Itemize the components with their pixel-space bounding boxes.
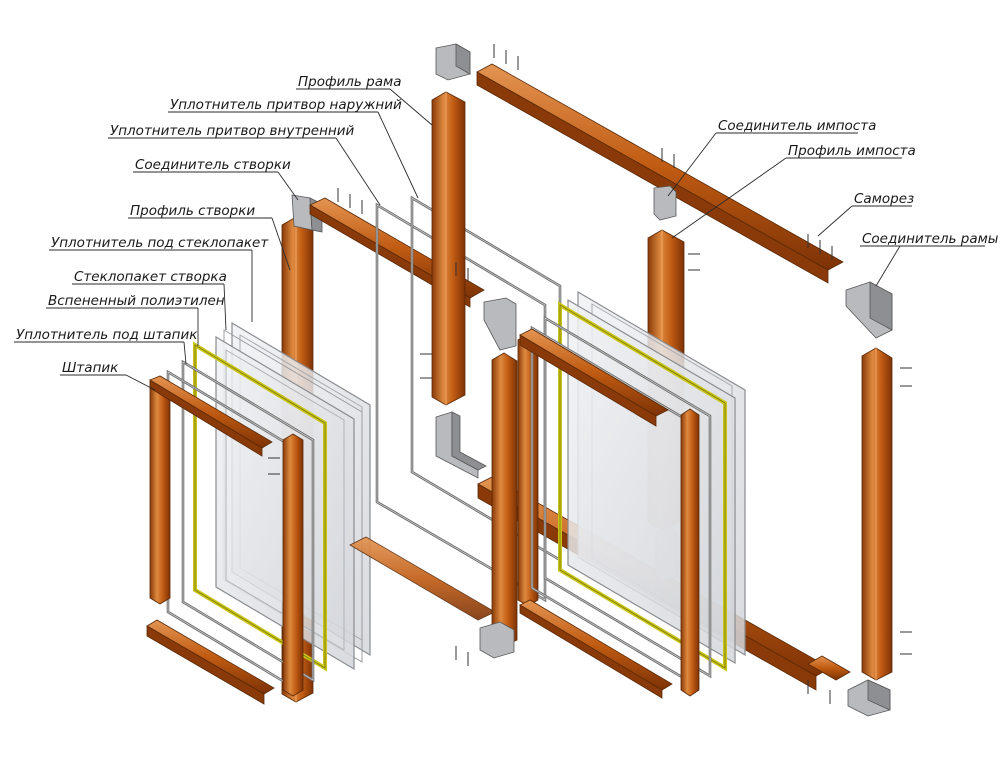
label-foamed-polyethylene: Вспененный полиэтилен: [48, 293, 225, 309]
label-outer-seal: Уплотнитель притвор наружний: [170, 97, 402, 113]
mullion-connector: [653, 185, 677, 221]
label-frame-profile: Профиль рама: [298, 74, 401, 90]
right-glazing-seal: [543, 315, 712, 679]
right-glazing-bead-bottom: [519, 599, 673, 699]
label-inner-seal: Уплотнитель притвор внутренний: [110, 123, 354, 139]
frame-top-profile: [476, 63, 844, 284]
label-mullion-connector: Соединитель импоста: [718, 118, 876, 134]
frame-bottom-left-connector: [435, 411, 487, 479]
center-vertical-profile-b: [517, 333, 539, 607]
right-foamed-polyethylene: [558, 301, 727, 672]
labels: Профиль рама Уплотнитель притвор наружни…: [16, 74, 999, 376]
self-tapping-screws: [268, 44, 912, 704]
left-glazing-bead-vertical-left: [149, 375, 171, 605]
label-self-tapping-screw: Саморез: [854, 191, 914, 207]
label-bead-seal: Уплотнитель под штапик: [16, 327, 198, 343]
label-sash-connector: Соединитель створки: [135, 157, 291, 173]
left-glazing-bead-bottom: [146, 619, 275, 705]
left-glazing-bead-vertical-right: [282, 433, 304, 697]
label-glazing-bead: Штапик: [62, 360, 119, 376]
label-frame-connector: Соединитель рамы: [862, 231, 999, 247]
left-foamed-polyethylene: [193, 341, 327, 672]
frame-top-left-connector: [435, 43, 471, 81]
center-bottom-connector: [479, 621, 515, 659]
label-glazing-seal: Уплотнитель под стеклопакет: [51, 235, 269, 251]
leader-lines: [14, 88, 985, 391]
right-glazing-bead-vertical: [680, 408, 700, 697]
frame-top-right-connector: [845, 281, 893, 339]
frame-right-vertical-profile: [861, 347, 893, 681]
frame-center-connector: [483, 297, 517, 351]
left-glazing-bead-top: [149, 375, 273, 457]
frame-bottom-right-connector: [847, 679, 891, 717]
center-vertical-profile-a: [491, 352, 518, 647]
left-glazing-seal: [181, 359, 315, 683]
label-sash-profile: Профиль створки: [130, 203, 255, 219]
label-sash-glass-unit: Стеклопакет створка: [74, 269, 227, 285]
frame-left-vertical-profile: [431, 91, 466, 406]
frame-inner-seal: [375, 202, 547, 603]
label-mullion-profile: Профиль импоста: [788, 143, 916, 159]
right-sash-top-profile: [519, 328, 669, 427]
frame-right-bottom-profile-end: [807, 655, 851, 681]
